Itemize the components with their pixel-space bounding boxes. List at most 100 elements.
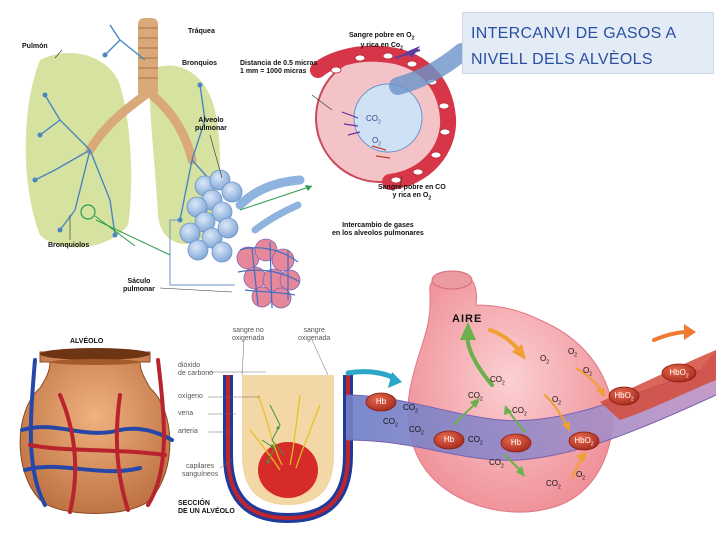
label-co2-d: CO2: [403, 403, 418, 415]
label-vena: vena: [178, 410, 194, 417]
co-text: CO: [403, 403, 415, 412]
label-distancia: Distancia de 0.5 micras 1 mm = 1000 micr…: [240, 60, 317, 76]
label-saculo-line1: Sáculo: [127, 278, 151, 285]
o-text: O: [552, 395, 559, 404]
co-text: CO: [546, 479, 558, 488]
label-o2-d: O2: [552, 395, 561, 407]
co-text: CO: [490, 375, 502, 384]
co-text: CO: [468, 391, 480, 400]
sub-two: 2: [395, 422, 398, 429]
label-co2-section: CO2: [366, 114, 381, 126]
label-o2-c: O2: [583, 366, 592, 378]
label-alveolo-line2: pulmonar: [195, 125, 227, 132]
label-arteria: arteria: [178, 428, 198, 435]
sub-two: 2: [630, 396, 634, 403]
label-intercambio-line1: Intercambio de gases: [342, 222, 414, 229]
o-text: O: [583, 366, 590, 375]
label-sangre-pobre-co-line2: y rica en O: [392, 192, 429, 199]
label-co2-h: CO2: [489, 458, 504, 470]
sub-two: 2: [558, 400, 562, 407]
label-seccion-line2: DE UN ALVÉOLO: [178, 508, 235, 515]
label-capilares-sanguineos: capilares sanguíneos: [182, 463, 218, 479]
sub-two: 2: [480, 440, 483, 447]
gas-exchange-detail: [345, 270, 717, 513]
label-capilares-line2: sanguíneos: [182, 471, 219, 478]
sub-two: 2: [685, 373, 689, 380]
hb-cell-1: Hb: [375, 397, 387, 406]
hbo-text: HbO: [614, 391, 631, 400]
sub-two: 2: [480, 396, 483, 403]
sub-two: 2: [415, 408, 418, 415]
sub-two: 2: [546, 359, 550, 366]
label-co2-i: CO2: [546, 479, 561, 491]
label-saculo-pulmonar: Sáculo pulmonar: [123, 278, 155, 294]
sub-two: 2: [582, 475, 586, 482]
label-seccion-line1: SECCIÓN: [178, 500, 210, 507]
label-oxigeno: oxígeno: [178, 393, 203, 400]
hb-cell-3: Hb: [510, 438, 522, 447]
label-o2-e: O2: [576, 470, 585, 482]
alveolus-section: [310, 43, 471, 190]
label-pulmon: Pulmón: [22, 43, 48, 50]
hbo2-cell-1: HbO2: [568, 436, 600, 448]
sub-two: 2: [502, 380, 505, 387]
label-sangre-pobre-co-line1: Sangre pobre en CO: [378, 184, 446, 191]
hbo2-cell-2: HbO2: [608, 391, 640, 403]
label-o2-b: O2: [568, 347, 577, 359]
o-text: O: [568, 347, 575, 356]
sub-two: 2: [590, 441, 594, 448]
sub-two: 2: [421, 430, 424, 437]
label-sangre-oxigenada: sangre oxigenada: [298, 327, 330, 343]
sub-two: 2: [574, 352, 578, 359]
title-line-2: NIVELL DELS ALVÈOLS: [471, 51, 653, 68]
alveolus-section-cut: [208, 339, 353, 524]
sub-two: 2: [524, 411, 527, 418]
label-bronquiolos: Bronquiolos: [48, 242, 90, 249]
label-saculo-line2: pulmonar: [123, 286, 155, 293]
hbo-text: HbO: [574, 436, 591, 445]
label-dioxido-line1: dióxido: [178, 362, 201, 369]
label-co2-c: CO2: [512, 406, 527, 418]
co-text: CO: [409, 425, 421, 434]
alveolus-with-capillaries: [19, 348, 174, 514]
label-sangre-ox-line2: oxigenada: [298, 335, 331, 342]
label-intercambio: Intercambio de gases en los alveolos pul…: [332, 222, 424, 238]
label-sangre-pobre-o2: Sangre pobre en O2 y rica en Co2: [349, 32, 415, 52]
co-text: CO: [383, 417, 395, 426]
label-o2-section: O2: [372, 136, 382, 148]
label-traquea: Tráquea: [188, 28, 215, 35]
label-co2-e: CO2: [383, 417, 398, 429]
o-text: O: [576, 470, 583, 479]
label-co2-f: CO2: [409, 425, 424, 437]
co-text: CO: [512, 406, 524, 415]
co2-text: CO: [366, 114, 378, 123]
o-text: O: [540, 354, 547, 363]
label-o2-a: O2: [540, 354, 549, 366]
label-sangre-pobre-o2-line1: Sangre pobre en O: [349, 32, 412, 39]
sub-two: 2: [589, 371, 593, 378]
co-text: CO: [468, 435, 480, 444]
label-sangre-ox-line1: sangre: [303, 327, 325, 334]
label-alveolo-line1: Alveolo: [198, 117, 224, 124]
alveoli-cluster: [95, 134, 313, 309]
label-alveolo: ALVÉOLO: [70, 338, 104, 345]
co-text: CO: [489, 458, 501, 467]
hbo2-cell-3: HbO2: [662, 368, 696, 380]
hbo-text: HbO: [669, 368, 686, 377]
label-distancia-line1: Distancia de 0.5 micras: [240, 60, 318, 67]
label-bronquios: Bronquios: [182, 60, 217, 67]
label-sangre-pobre-co: Sangre pobre en CO y rica en O2: [378, 184, 446, 202]
label-alveolo-pulmonar: Alveolo pulmonar: [195, 117, 227, 133]
o2-text: O: [372, 136, 379, 145]
label-sangre-no-line2: oxigenada: [232, 335, 265, 342]
label-capilares-line1: capilares: [186, 463, 215, 470]
label-co2-b: CO2: [468, 391, 483, 403]
label-dioxido-line2: de carbono: [178, 370, 214, 377]
title-line-1: INTERCANVI DE GASOS A: [471, 25, 677, 42]
hb-cell-2: Hb: [443, 435, 455, 444]
label-sangre-no-oxigenada: sangre no oxigenada: [232, 327, 264, 343]
label-sangre-no-line1: sangre no: [232, 327, 264, 334]
label-dioxido-de-carbono: dióxido de carbono: [178, 362, 213, 378]
